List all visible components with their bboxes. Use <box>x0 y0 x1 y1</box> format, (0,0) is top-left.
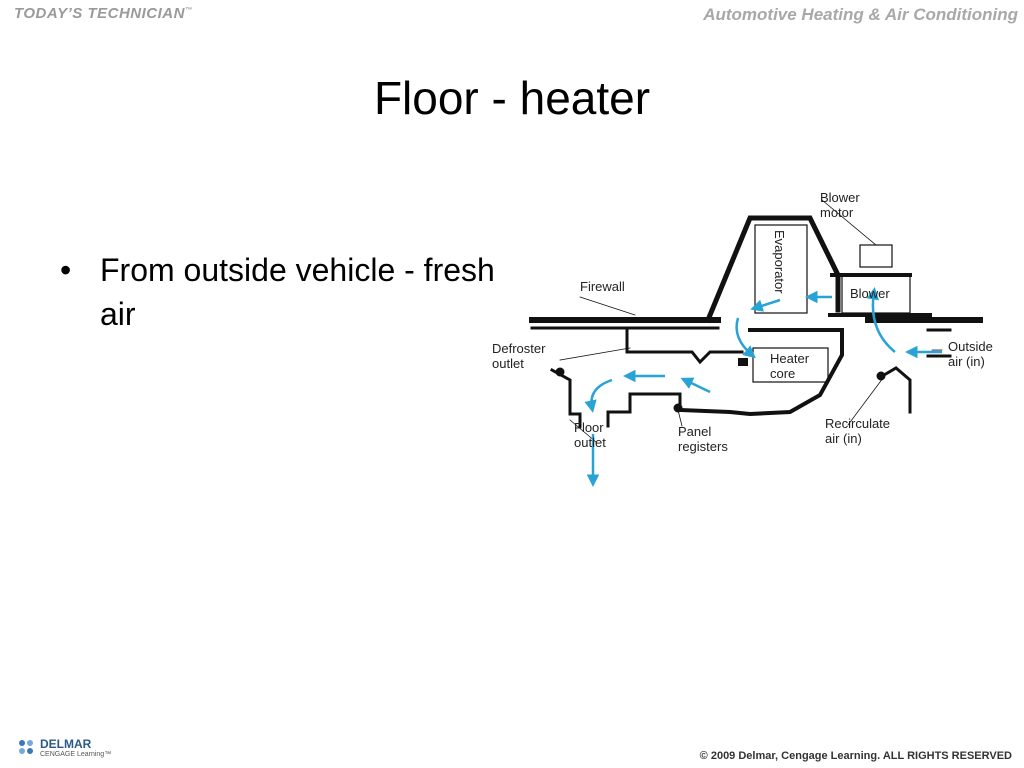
brand-left-trademark: ™ <box>184 7 193 14</box>
airflow-arrows <box>584 287 942 487</box>
airflow-evap-left <box>750 298 781 312</box>
brand-course-title: Automotive Heating & Air Conditioning <box>703 5 1018 24</box>
logo-subtitle: CENGAGE Learning™ <box>40 751 112 758</box>
brand-left-text: TODAY’S TECHNICIAN <box>14 5 185 22</box>
label-floor-outlet: Floor <box>574 420 604 435</box>
label-floor-outlet-2: outlet <box>574 435 606 450</box>
label-heater-core: Heater <box>770 351 810 366</box>
blower-motor-box <box>859 244 893 268</box>
airflow-heater-left <box>680 377 711 394</box>
panel-door-pivot <box>673 403 683 413</box>
leader-lines <box>559 199 943 443</box>
blend-door <box>738 358 748 366</box>
label-firewall: Firewall <box>580 279 625 294</box>
airflow-down-floor <box>584 378 613 413</box>
label-blower-motor: Blower <box>820 190 860 205</box>
recirc-door-pivot <box>876 371 886 381</box>
delmar-logo: DELMAR CENGAGE Learning™ <box>16 735 156 765</box>
airflow-up-blower <box>866 287 896 353</box>
upper-duct <box>625 328 744 365</box>
logo-name: DELMAR <box>40 737 92 751</box>
label-outside-air-2: air (in) <box>948 354 985 369</box>
delmar-logo-icon <box>19 740 33 754</box>
airflow-down-heater <box>735 317 756 359</box>
diagram-labels: Blower motor Evaporator Blower Firewall … <box>492 190 993 454</box>
label-blower: Blower <box>850 286 890 301</box>
bullet-list: • From outside vehicle - fresh air <box>60 248 520 336</box>
recirculate-housing <box>881 328 952 414</box>
defroster-door-pivot <box>555 367 565 377</box>
label-panel-registers: Panel <box>678 424 711 439</box>
hvac-airflow-diagram: Blower motor Evaporator Blower Firewall … <box>492 190 993 487</box>
evaporator-box <box>754 224 808 314</box>
label-recirculate: Recirculate <box>825 416 890 431</box>
lower-duct <box>549 367 582 428</box>
bullet-marker: • <box>60 252 72 288</box>
bullet-item: • From outside vehicle - fresh air <box>60 248 520 336</box>
label-defroster-2: outlet <box>492 356 524 371</box>
slide-title: Floor - heater <box>373 71 651 124</box>
evaporator-case <box>704 215 841 324</box>
panel-duct <box>677 328 844 417</box>
blower-housing-line <box>828 273 932 317</box>
label-panel-registers-2: registers <box>678 439 728 454</box>
label-outside-air: Outside <box>948 339 993 354</box>
copyright-notice: © 2009 Delmar, Cengage Learning. ALL RIG… <box>699 750 1012 762</box>
label-heater-core-2: core <box>770 366 795 381</box>
label-defroster: Defroster <box>492 341 546 356</box>
brand-todays-technician: TODAY’S TECHNICIAN™ <box>14 5 192 22</box>
label-recirculate-2: air (in) <box>825 431 862 446</box>
header-bar: TODAY’S TECHNICIAN™ Automotive Heating &… <box>0 0 1024 30</box>
bullet-text: From outside vehicle - fresh air <box>100 252 495 332</box>
label-evaporator: Evaporator <box>772 230 787 294</box>
floor-duct-right <box>606 392 682 428</box>
hvac-housing <box>529 199 983 443</box>
label-blower-motor-2: motor <box>820 205 854 220</box>
heater-core-box <box>752 347 829 383</box>
